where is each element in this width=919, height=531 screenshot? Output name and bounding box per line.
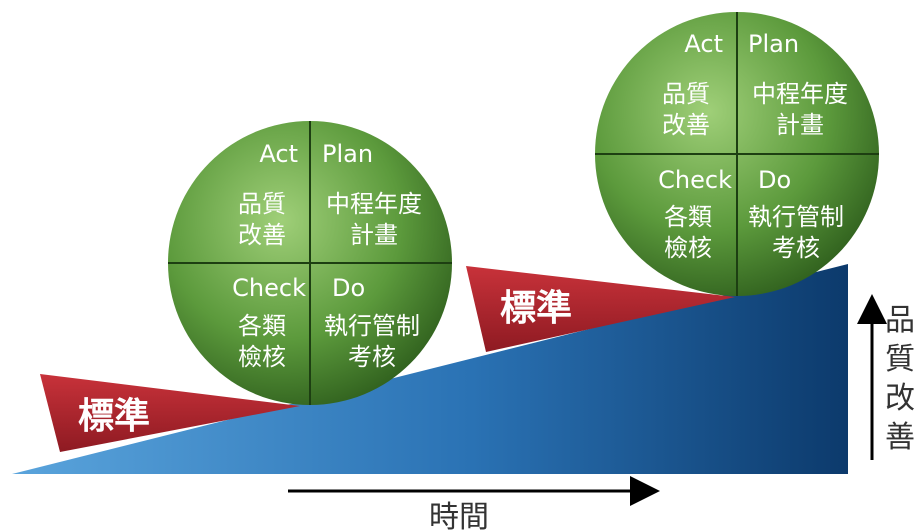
plan-text-2: 計畫 [350,221,398,249]
act-text-2: 改善 [238,221,286,249]
plan-label: Plan [748,30,799,58]
standard-wedge-right [466,266,735,352]
act-text-1: 品質 [662,80,710,108]
quality-label-4: 善 [885,420,915,455]
do-text-2: 考核 [772,234,820,262]
do-text-2: 考核 [348,343,396,371]
plan-text-1: 中程年度 [326,190,422,218]
check-label: Check [232,274,306,302]
do-text-1: 執行管制 [748,203,844,231]
do-text-1: 執行管制 [324,312,420,340]
time-label: 時間 [429,500,489,531]
check-text-1: 各類 [238,312,286,340]
act-label: Act [259,140,298,168]
standard-label-left: 標準 [78,396,150,437]
act-label: Act [684,30,723,58]
plan-text-2: 計畫 [776,111,824,139]
plan-label: Plan [322,140,373,168]
check-text-1: 各類 [664,203,712,231]
act-text-2: 改善 [662,111,710,139]
check-label: Check [658,166,732,194]
standard-wedge-left [40,374,300,452]
do-label: Do [332,274,365,302]
quality-label-2: 質 [885,342,915,377]
check-text-2: 檢核 [664,234,712,262]
do-label: Do [758,166,791,194]
quality-label-3: 改 [885,381,915,416]
pdca-circle-right: Act Plan 品質 改善 中程年度 計畫 Check Do 各類 檢核 執行… [595,12,879,296]
pdca-circle-left: Act Plan 品質 改善 中程年度 計畫 Check Do 各類 檢核 執行… [168,121,452,405]
check-text-2: 檢核 [238,343,286,371]
standard-label-right: 標準 [500,288,572,329]
quality-label-1: 品 [885,303,915,338]
plan-text-1: 中程年度 [752,80,848,108]
act-text-1: 品質 [238,190,286,218]
